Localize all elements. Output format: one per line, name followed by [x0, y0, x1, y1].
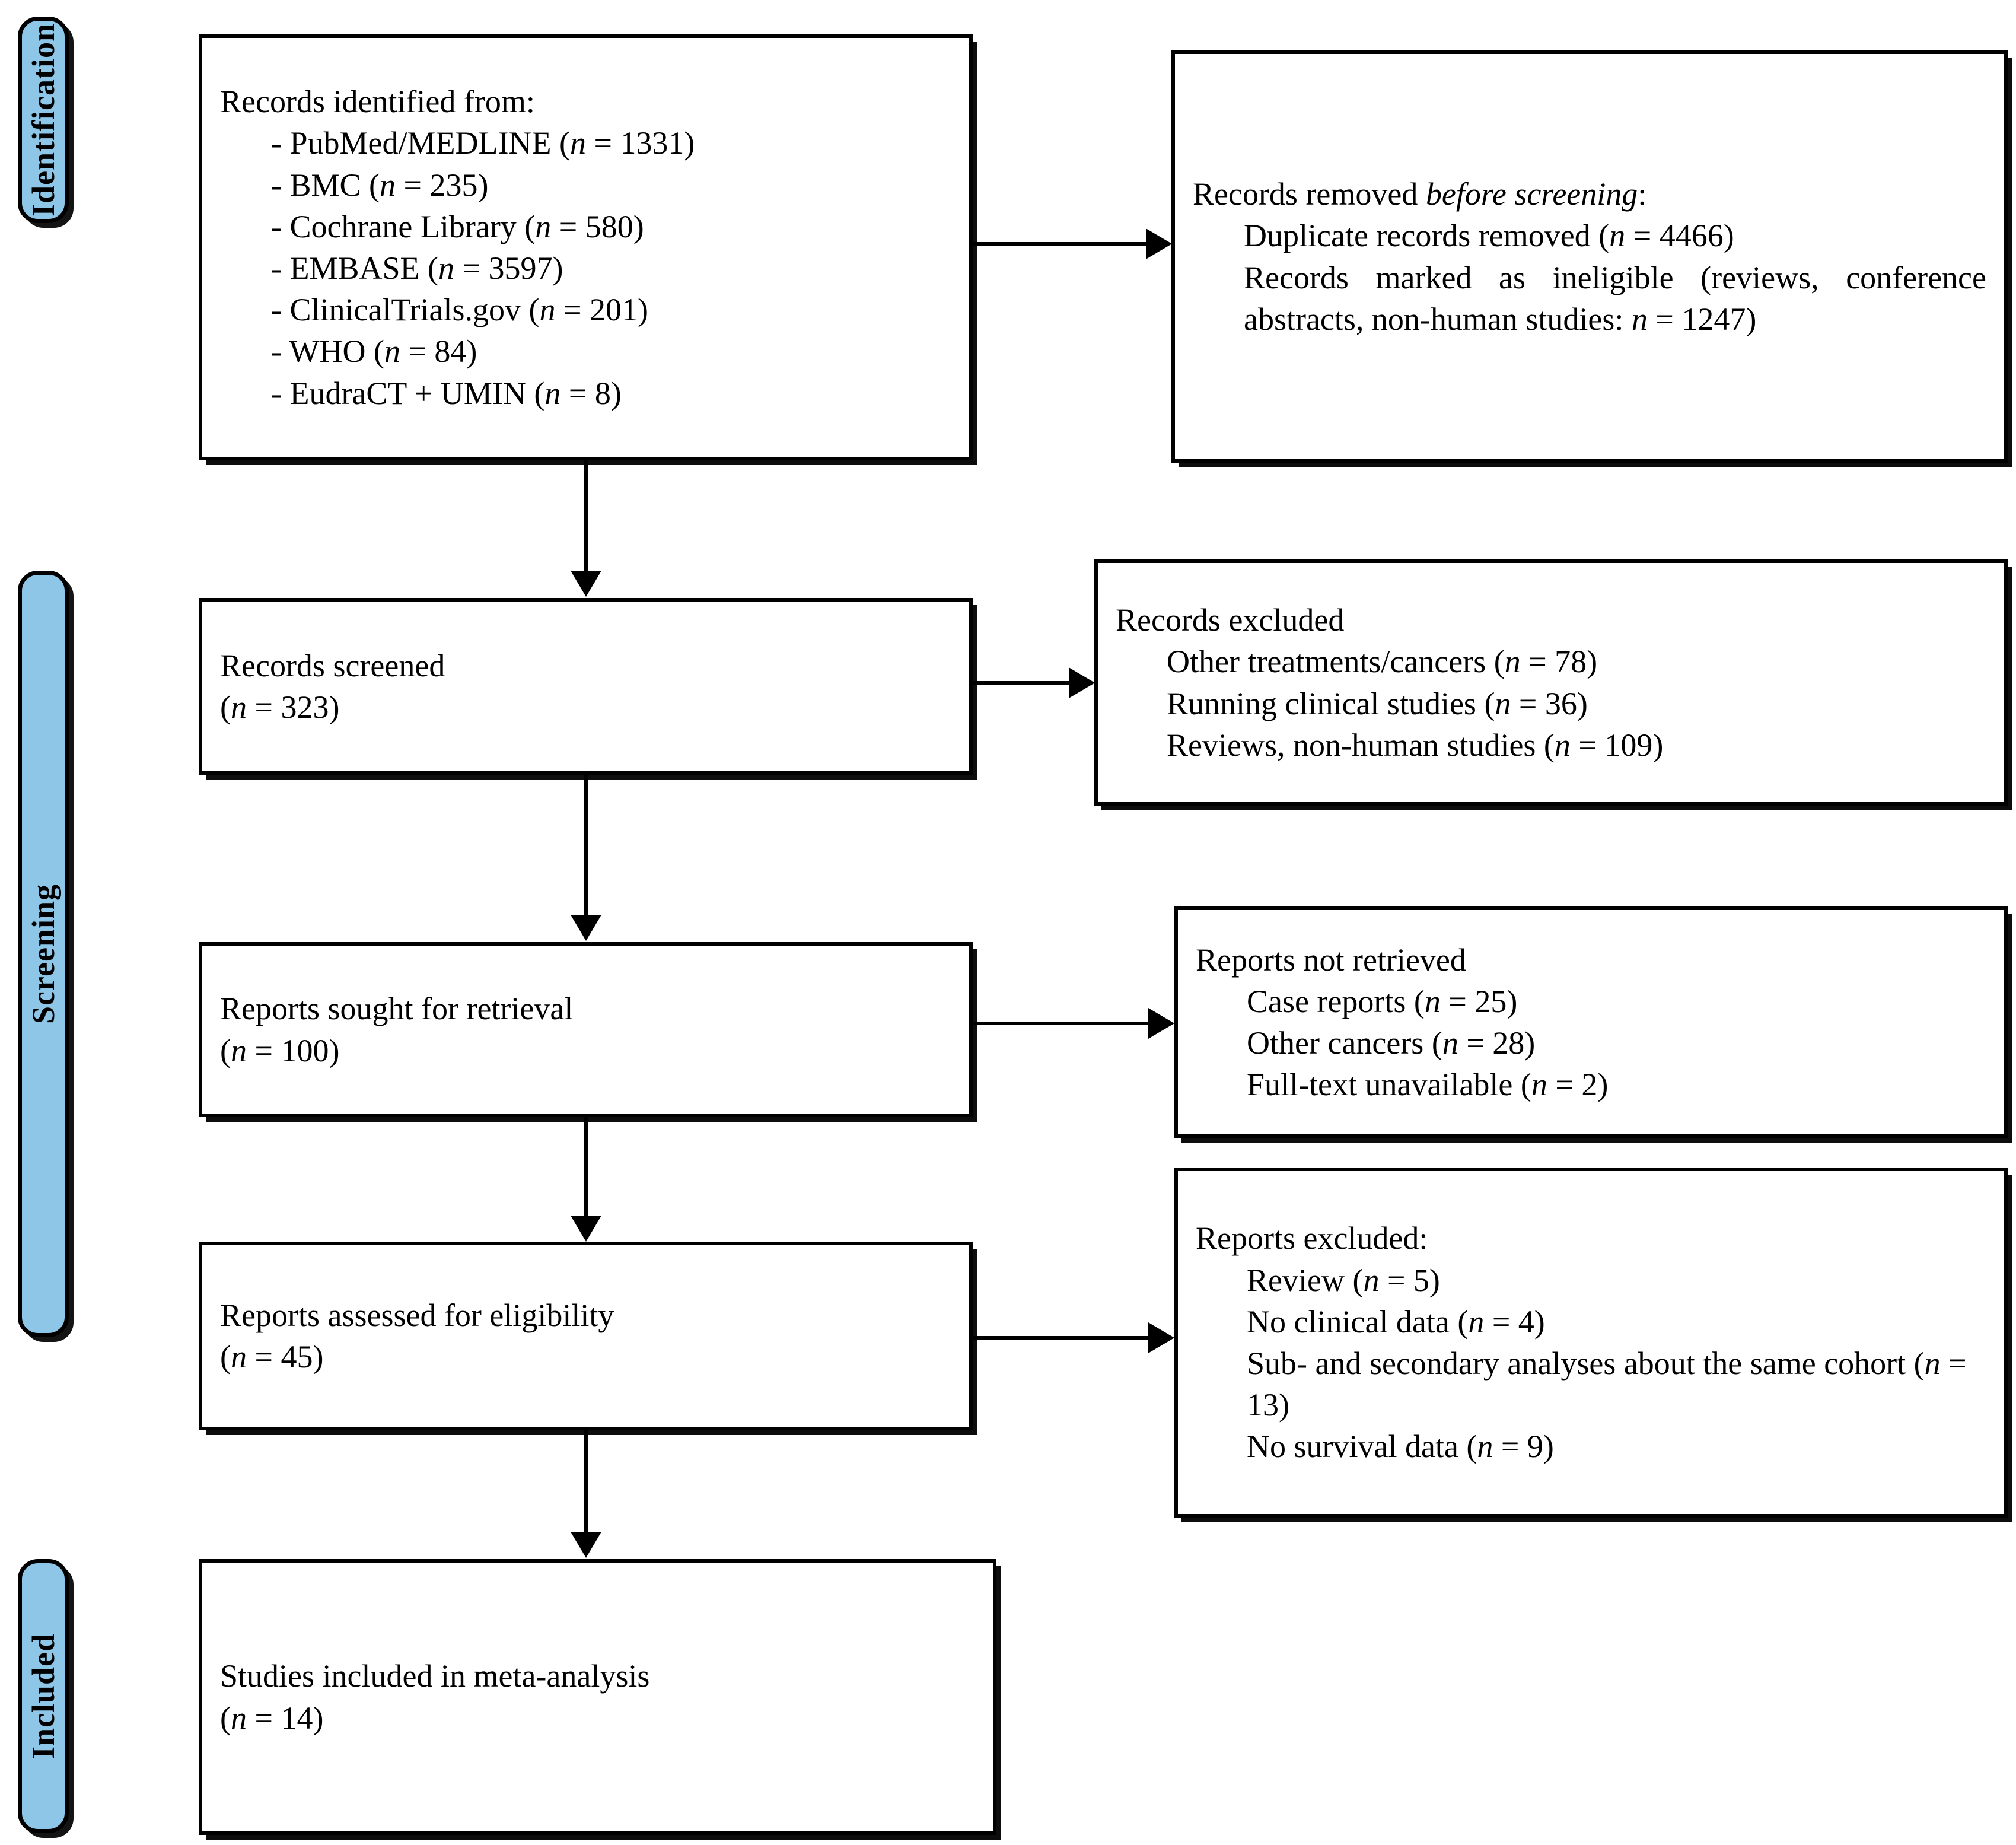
records-removed-item-1: Records marked as ineligible (reviews, c…: [1244, 259, 1986, 337]
box-reports-not-retrieved: Reports not retrieved Case reports (n = …: [1174, 906, 2008, 1138]
connector-assessed-to-included: [584, 1430, 588, 1534]
box-records-excluded: Records excluded Other treatments/cancer…: [1094, 559, 2008, 806]
arrowhead-screened-to-excluded: [1069, 667, 1095, 698]
connector-identified-to-removed: [973, 242, 1146, 246]
box-reports-excluded: Reports excluded: Review (n = 5) No clin…: [1174, 1168, 2008, 1518]
records-screened-heading: Records screened: [220, 647, 445, 683]
records-excluded-item-0: Other treatments/cancers (n = 78): [1167, 644, 1598, 680]
arrowhead-identified-to-screened: [571, 571, 601, 597]
records-removed-heading: Records removed before screening:: [1193, 176, 1646, 212]
reports-not-retrieved-heading: Reports not retrieved: [1196, 941, 1466, 978]
records-identified-heading: Records identified from:: [220, 84, 535, 120]
reports-not-retrieved-item-1: Other cancers (n = 28): [1247, 1025, 1536, 1061]
records-identified-content: Records identified from: - PubMed/MEDLIN…: [202, 81, 969, 414]
phase-tab-included: Included: [18, 1559, 69, 1833]
reports-excluded-item-3: No survival data (n = 9): [1247, 1429, 1554, 1465]
records-identified-item-3: - EMBASE (n = 3597): [271, 250, 563, 286]
arrowhead-identified-to-removed: [1146, 228, 1172, 259]
connector-sought-to-assessed: [584, 1117, 588, 1218]
box-reports-sought: Reports sought for retrieval (n = 100): [199, 942, 973, 1117]
reports-sought-count: (n = 100): [220, 1032, 340, 1068]
reports-assessed-content: Reports assessed for eligibility (n = 45…: [202, 1294, 969, 1378]
connector-assessed-to-excluded: [973, 1336, 1148, 1340]
box-records-screened: Records screened (n = 323): [199, 598, 973, 775]
records-removed-heading-italic: before screening: [1425, 176, 1638, 212]
records-removed-heading-plain: Records removed: [1193, 176, 1426, 212]
records-identified-item-1: - BMC (n = 235): [271, 167, 489, 203]
phase-label-included: Included: [26, 1633, 61, 1760]
studies-included-heading: Studies included in meta-analysis: [220, 1658, 650, 1694]
arrowhead-sought-to-assessed: [571, 1216, 601, 1242]
records-removed-heading-tail: :: [1638, 176, 1647, 212]
records-removed-item-0: Duplicate records removed (n = 4466): [1244, 218, 1734, 254]
connector-screened-to-excluded: [973, 681, 1069, 685]
records-excluded-item-1: Running clinical studies (n = 36): [1167, 685, 1588, 721]
records-excluded-content: Records excluded Other treatments/cancer…: [1098, 599, 2004, 766]
studies-included-count: (n = 14): [220, 1700, 324, 1736]
box-studies-included: Studies included in meta-analysis (n = 1…: [199, 1559, 996, 1835]
arrowhead-screened-to-sought: [571, 915, 601, 941]
phase-tab-identification: Identification: [18, 17, 69, 223]
reports-excluded-item-0: Review (n = 5): [1247, 1262, 1440, 1298]
phase-tab-screening: Screening: [18, 571, 69, 1337]
records-identified-item-5: - WHO (n = 84): [271, 333, 477, 370]
arrowhead-sought-to-not-retrieved: [1148, 1008, 1174, 1039]
phase-label-screening: Screening: [26, 884, 61, 1024]
records-excluded-item-2: Reviews, non-human studies (n = 109): [1167, 727, 1664, 763]
phase-label-identification: Identification: [26, 23, 61, 217]
reports-not-retrieved-item-0: Case reports (n = 25): [1247, 983, 1518, 1019]
reports-sought-content: Reports sought for retrieval (n = 100): [202, 988, 969, 1071]
reports-not-retrieved-item-2: Full-text unavailable (n = 2): [1247, 1067, 1609, 1103]
reports-excluded-item-2: Sub- and secondary analyses about the sa…: [1247, 1345, 1967, 1423]
records-identified-item-0: - PubMed/MEDLINE (n = 1331): [271, 125, 695, 161]
reports-assessed-heading: Reports assessed for eligibility: [220, 1297, 614, 1333]
connector-identified-to-screened: [584, 460, 588, 573]
box-records-removed: Records removed before screening: Duplic…: [1171, 50, 2008, 463]
reports-excluded-item-1: No clinical data (n = 4): [1247, 1303, 1545, 1340]
reports-excluded-heading: Reports excluded:: [1196, 1220, 1428, 1256]
reports-not-retrieved-content: Reports not retrieved Case reports (n = …: [1178, 939, 2004, 1106]
records-identified-item-6: - EudraCT + UMIN (n = 8): [271, 375, 622, 411]
arrowhead-assessed-to-included: [571, 1532, 601, 1558]
arrowhead-assessed-to-excluded: [1148, 1322, 1174, 1353]
box-records-identified: Records identified from: - PubMed/MEDLIN…: [199, 34, 973, 460]
studies-included-content: Studies included in meta-analysis (n = 1…: [202, 1655, 993, 1738]
records-screened-content: Records screened (n = 323): [202, 645, 969, 728]
reports-sought-heading: Reports sought for retrieval: [220, 991, 574, 1027]
reports-assessed-count: (n = 45): [220, 1339, 324, 1375]
box-reports-assessed: Reports assessed for eligibility (n = 45…: [199, 1242, 973, 1430]
connector-sought-to-not-retrieved: [973, 1022, 1148, 1025]
records-identified-item-4: - ClinicalTrials.gov (n = 201): [271, 292, 648, 328]
reports-excluded-content: Reports excluded: Review (n = 5) No clin…: [1178, 1217, 2004, 1467]
connector-screened-to-sought: [584, 775, 588, 917]
records-removed-content: Records removed before screening: Duplic…: [1175, 173, 2004, 340]
records-excluded-heading: Records excluded: [1116, 602, 1345, 638]
records-identified-item-2: - Cochrane Library (n = 580): [271, 208, 644, 244]
records-screened-count: (n = 323): [220, 689, 340, 725]
